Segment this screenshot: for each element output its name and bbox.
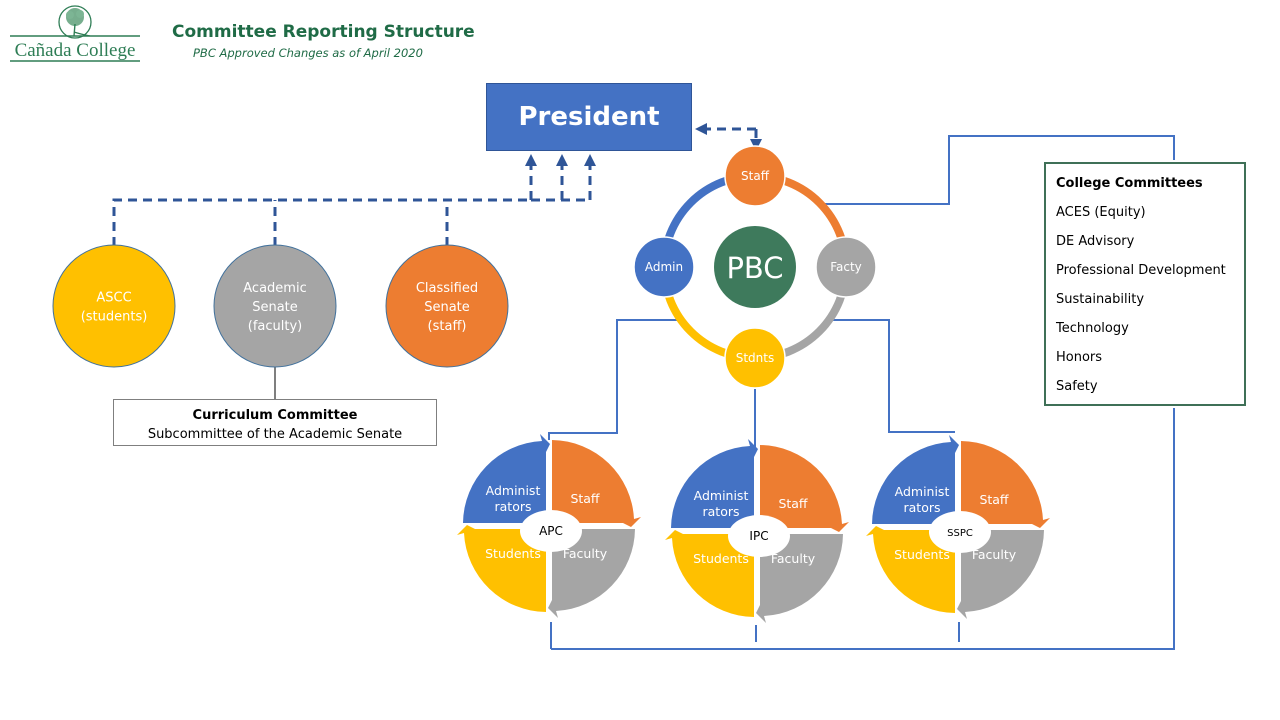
apc-quadrant-faculty	[548, 529, 635, 618]
dashed-connector-ascc	[112, 198, 531, 246]
pbc-connectors	[548, 135, 1175, 650]
senate-label-line: Senate	[252, 300, 298, 315]
sspc-quadrant-admin	[872, 435, 959, 524]
sspc-label-staff: Staff	[979, 492, 1008, 507]
president-box[interactable]: President	[486, 83, 692, 151]
pbc-node-admin-label: Admin	[645, 260, 683, 274]
apc-label-admin: rators	[495, 499, 532, 514]
ipc-label-faculty: Faculty	[771, 551, 816, 566]
sspc-label-admin: rators	[904, 500, 941, 515]
college-committees-heading: College Committees	[1056, 176, 1203, 191]
sspc-quadrant-students	[866, 526, 955, 613]
sspc-center-label: SSPC	[947, 528, 973, 539]
pbc-center-label: PBC	[726, 251, 783, 285]
ipc-label-staff: Staff	[778, 496, 807, 511]
ipc-quadrant-students	[665, 530, 754, 617]
ipc-center-ellipse	[728, 515, 790, 557]
college-logo: Cañada College	[8, 2, 142, 64]
apc-center-label: APC	[539, 524, 563, 538]
sspc-label-students: Students	[894, 547, 950, 562]
sspc-label-admin: Administ	[895, 484, 950, 499]
college-committees-box[interactable]: College Committees ACES (Equity) DE Advi…	[1044, 162, 1246, 406]
pbc-node-students-shape	[724, 327, 786, 389]
pbc-node-staff[interactable]: Staff	[724, 145, 786, 207]
senate-label-line: ASCC	[96, 291, 131, 306]
senate-label-line: (students)	[81, 310, 148, 325]
academic-senate-circle-shape	[213, 244, 337, 368]
pbc-node-faculty-shape	[815, 236, 877, 298]
committee-item: Honors	[1056, 350, 1103, 365]
pbc-node-admin-shape	[633, 236, 695, 298]
senate-label-line: (faculty)	[248, 319, 302, 334]
senate-label-line: (staff)	[428, 319, 467, 334]
apc-label-students: Students	[485, 546, 541, 561]
senate-report-lines	[112, 123, 762, 246]
committee-item: Professional Development	[1056, 263, 1226, 278]
pbc-center-shape	[714, 226, 796, 308]
ipc-quadrant-admin	[671, 439, 758, 528]
senate-label-line: Classified	[416, 281, 478, 296]
committee-item: Safety	[1056, 379, 1098, 394]
apc-label-admin: Administ	[486, 483, 541, 498]
ipc-quadrant-staff	[760, 445, 849, 532]
connector-pbc-to-sspc	[830, 319, 955, 433]
ipc-center-label: IPC	[749, 529, 768, 543]
connector-pbc-to-apc	[548, 319, 681, 440]
ascc-circle-shape	[52, 244, 176, 368]
senate-label-line: Senate	[424, 300, 470, 315]
sspc-quadrant-faculty	[957, 530, 1044, 619]
apc-quadrant-admin	[463, 434, 550, 523]
apc-label-staff: Staff	[570, 491, 599, 506]
apc-center-ellipse	[520, 510, 582, 552]
curriculum-committee-box[interactable]: Curriculum Committee Subcommittee of the…	[113, 399, 437, 446]
ipc-quadrant-faculty	[756, 534, 843, 623]
sspc-quadrant-staff	[961, 441, 1050, 528]
page-title: Committee Reporting Structure	[172, 22, 475, 42]
apc-quadrant-students	[457, 525, 546, 612]
connector-pbc-to-committees	[818, 135, 1175, 205]
pbc-node-admin[interactable]: Admin	[633, 236, 695, 298]
pbc-center[interactable]: PBC	[714, 226, 796, 308]
pbc-node-students[interactable]: Stdnts	[724, 327, 786, 389]
ipc-label-admin: Administ	[694, 488, 749, 503]
committee-item: Sustainability	[1056, 292, 1145, 307]
ipc-label-students: Students	[693, 551, 749, 566]
tree-logo-icon: Cañada College	[10, 5, 140, 62]
ascc-circle[interactable]: ASCC (students)	[52, 244, 176, 368]
sspc-label-faculty: Faculty	[972, 547, 1017, 562]
senate-label-line: Academic	[243, 281, 306, 296]
apc-quadrant-staff	[552, 440, 641, 527]
connector-committees-bottom	[551, 408, 1175, 650]
apc-label-faculty: Faculty	[563, 546, 608, 561]
pbc-node-faculty-label: Facty	[830, 260, 862, 274]
classified-senate-circle-shape	[385, 244, 509, 368]
logo-text: Cañada College	[15, 40, 136, 61]
sspc-center-ellipse	[929, 511, 991, 553]
pbc-node-staff-shape	[724, 145, 786, 207]
committee-item: DE Advisory	[1056, 234, 1135, 249]
ipc-label-admin: rators	[703, 504, 740, 519]
curriculum-subtitle: Subcommittee of the Academic Senate	[147, 427, 403, 442]
committee-item: ACES (Equity)	[1056, 205, 1146, 220]
pbc-node-faculty[interactable]: Facty	[815, 236, 877, 298]
page-subtitle: PBC Approved Changes as of April 2020	[193, 46, 423, 60]
pbc-node-students-label: Stdnts	[736, 351, 775, 365]
curriculum-title: Curriculum Committee	[192, 408, 358, 423]
pbc-node-staff-label: Staff	[741, 169, 770, 183]
committee-item: Technology	[1056, 321, 1129, 336]
